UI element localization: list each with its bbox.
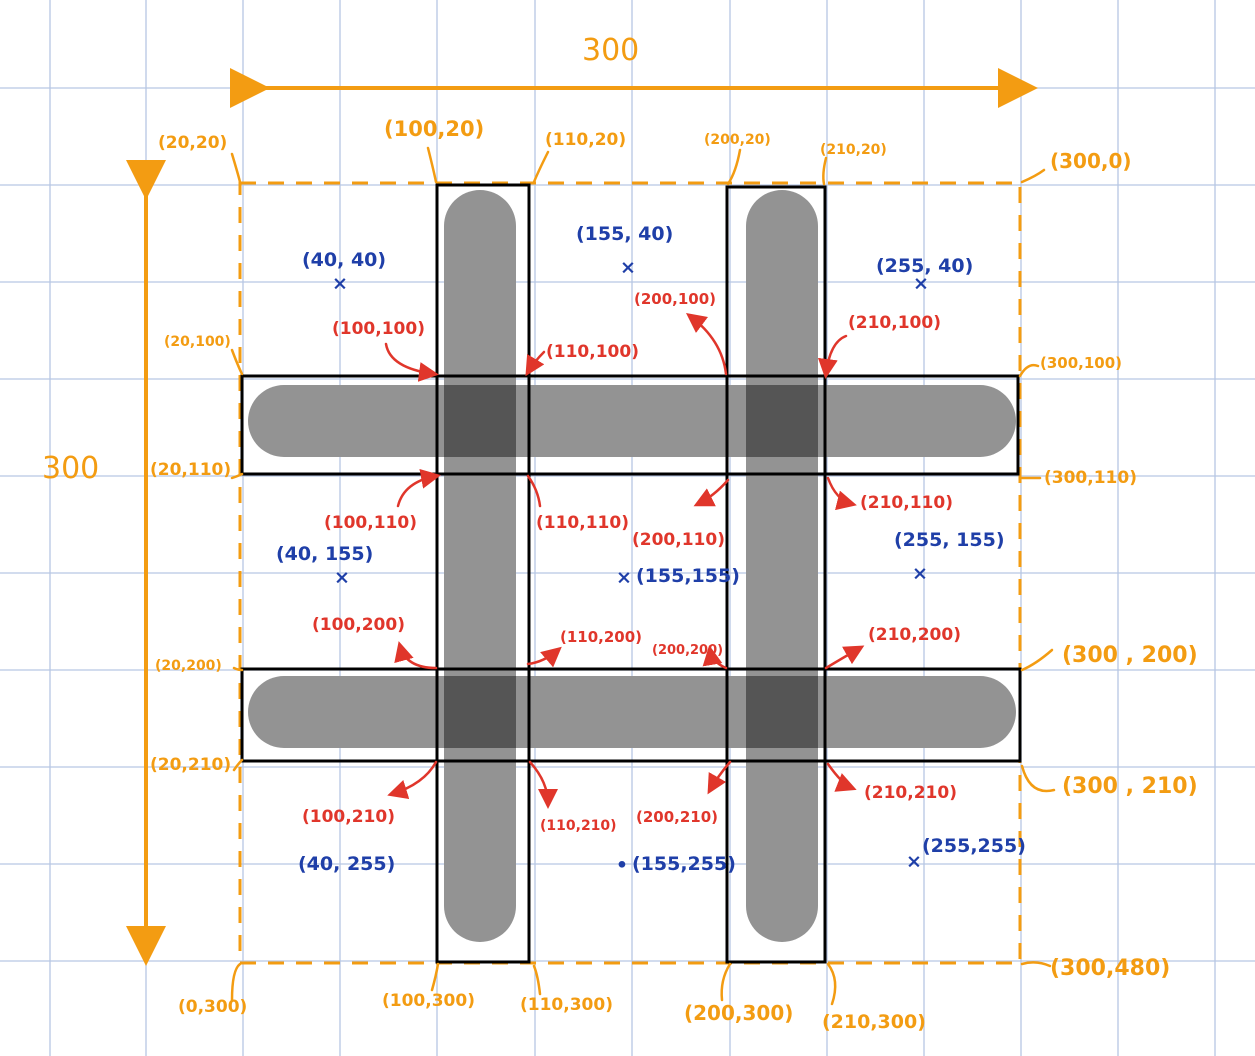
horizontal-outline-top	[240, 374, 1020, 476]
label-210-20: (210,20)	[820, 142, 887, 158]
intersection-leaders	[384, 312, 865, 809]
cell-center-marker: ×	[334, 567, 350, 589]
horizontal-bar-top	[248, 385, 1016, 457]
outer-labels: (20,20) (100,20) (110,20) (200,20) (210,…	[150, 117, 1198, 1033]
cell-center-marker: ×	[906, 851, 922, 873]
label-300-200: (300 , 200)	[1062, 643, 1198, 668]
label-200-300: (200,300)	[684, 1001, 793, 1025]
label-210-210: (210,210)	[864, 783, 957, 803]
width-label: 300	[582, 33, 639, 68]
vertical-bar-right	[746, 190, 818, 942]
label-20-110: (20,110)	[150, 460, 231, 480]
cell-center-label: (255,255)	[922, 835, 1026, 857]
cell-center-label: (40, 255)	[298, 853, 395, 875]
label-210-100: (210,100)	[848, 313, 941, 333]
label-110-110: (110,110)	[536, 513, 629, 533]
label-100-20: (100,20)	[384, 117, 484, 141]
overlap-bottom-left	[444, 676, 516, 748]
cell-center-label: (155,255)	[632, 853, 736, 875]
label-20-20: (20,20)	[158, 133, 227, 153]
cell-center-marker: ×	[912, 563, 928, 585]
label-300-480: (300,480)	[1050, 956, 1170, 981]
cell-center-label: (40, 40)	[302, 249, 386, 271]
cell-center-label: (40, 155)	[276, 543, 373, 565]
label-100-300: (100,300)	[382, 991, 475, 1011]
label-110-20: (110,20)	[545, 130, 626, 150]
label-100-200: (100,200)	[312, 615, 405, 635]
overlap-top-right	[746, 385, 818, 457]
label-110-300: (110,300)	[520, 995, 613, 1015]
cell-center-marker: ×	[616, 567, 632, 589]
label-110-100: (110,100)	[546, 342, 639, 362]
label-110-210: (110,210)	[540, 818, 617, 834]
horizontal-bar-bottom	[248, 676, 1016, 748]
label-200-110: (200,110)	[632, 530, 725, 550]
label-300-100: (300,100)	[1040, 354, 1122, 372]
intersection-labels: (100,100) (110,100) (200,100) (210,100) …	[302, 290, 961, 834]
cell-center-label: (255, 40)	[876, 255, 973, 277]
label-200-210: (200,210)	[636, 808, 718, 826]
cell-center-label: (255, 155)	[894, 529, 1005, 551]
label-20-210: (20,210)	[150, 755, 231, 775]
label-300-110: (300,110)	[1044, 468, 1137, 488]
label-300-210: (300 , 210)	[1062, 774, 1198, 799]
label-20-100: (20,100)	[164, 334, 231, 350]
outlines-group	[240, 183, 1022, 964]
label-100-100: (100,100)	[332, 319, 425, 339]
dashed-boundary-square	[238, 181, 1022, 965]
bars-group	[248, 190, 1016, 942]
overlap-top-left	[444, 385, 516, 457]
dimension-arrows	[126, 68, 1038, 966]
label-200-100: (200,100)	[634, 290, 716, 308]
cell-center-marker: ×	[913, 273, 929, 295]
label-210-300: (210,300)	[822, 1011, 926, 1033]
label-210-110: (210,110)	[860, 493, 953, 513]
label-210-200: (210,200)	[868, 625, 961, 645]
cell-center-marker: •	[616, 855, 628, 877]
label-110-200: (110,200)	[560, 628, 642, 646]
cell-center-label: (155,155)	[636, 565, 740, 587]
vertical-outline-left	[435, 183, 531, 964]
label-300-0: (300,0)	[1050, 149, 1132, 173]
label-20-200: (20,200)	[155, 658, 222, 674]
cell-center-labels: (40, 40)×(155, 40)×(255, 40)×(40, 155)×(…	[276, 223, 1026, 877]
vertical-bar-left	[444, 190, 516, 942]
cell-center-label: (155, 40)	[576, 223, 673, 245]
label-100-210: (100,210)	[302, 807, 395, 827]
label-100-110: (100,110)	[324, 513, 417, 533]
horizontal-outline-bottom	[240, 667, 1022, 763]
label-200-20: (200,20)	[704, 132, 771, 148]
cell-center-marker: ×	[620, 257, 636, 279]
vertical-outline-right	[725, 185, 827, 964]
outer-label-leaders	[230, 146, 1056, 1006]
cell-center-marker: ×	[332, 273, 348, 295]
height-label: 300	[42, 451, 99, 486]
overlap-bottom-right	[746, 676, 818, 748]
label-0-300: (0,300)	[178, 997, 247, 1017]
